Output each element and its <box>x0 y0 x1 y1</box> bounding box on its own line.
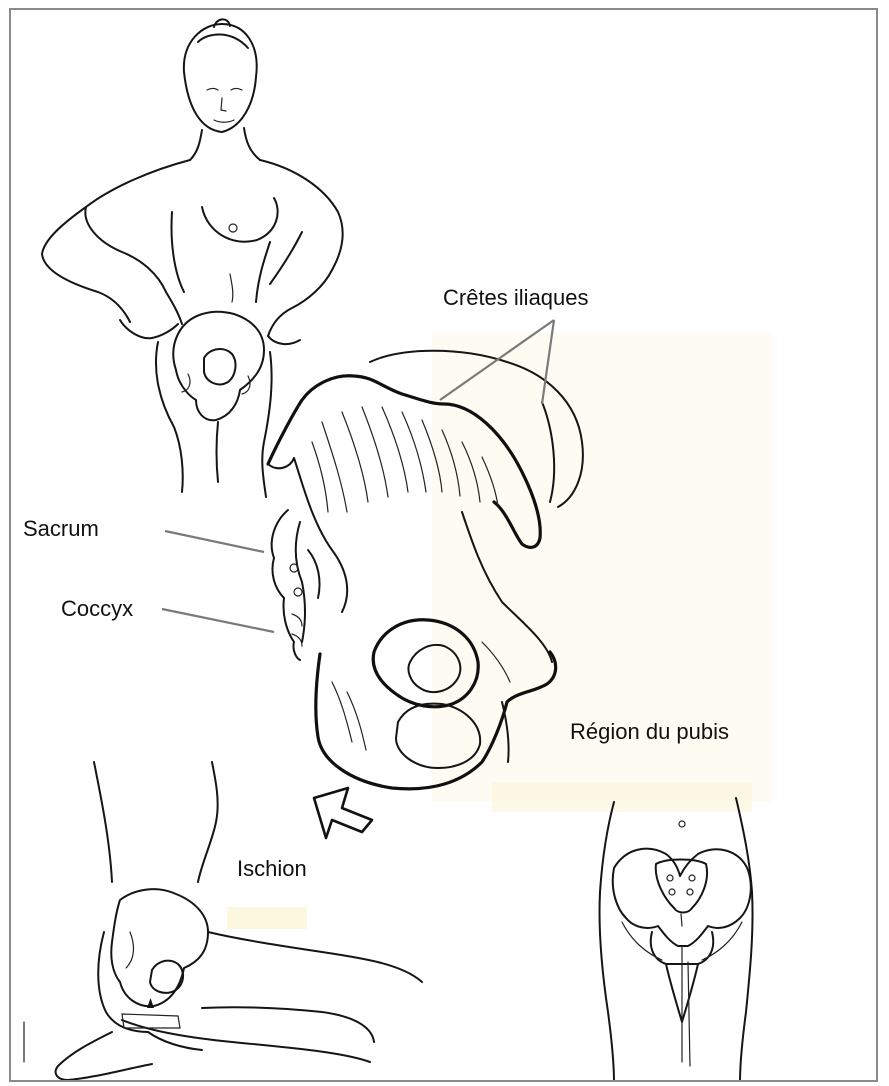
sacrum-leader-line <box>165 531 264 552</box>
standing-woman-figure <box>42 19 343 497</box>
direction-arrow-icon <box>314 788 372 838</box>
ischium-marker-icon <box>147 998 154 1008</box>
kneeling-figure <box>24 762 422 1080</box>
figure-frame: Crêtes iliaques Sacrum Coccyx Région du … <box>9 8 878 1082</box>
coccyx-leader-line <box>162 609 274 632</box>
sacrum-label: Sacrum <box>23 518 99 540</box>
scan-tint <box>492 782 752 812</box>
iliac-crests-label: Crêtes iliaques <box>443 287 589 309</box>
ischium-label: Ischion <box>237 858 307 880</box>
scan-tint <box>227 907 307 929</box>
pelvis-anatomy-illustration <box>11 10 878 1082</box>
pubis-region-label: Région du pubis <box>570 721 729 743</box>
coccyx-label: Coccyx <box>61 598 133 620</box>
front-torso-figure <box>599 798 752 1082</box>
